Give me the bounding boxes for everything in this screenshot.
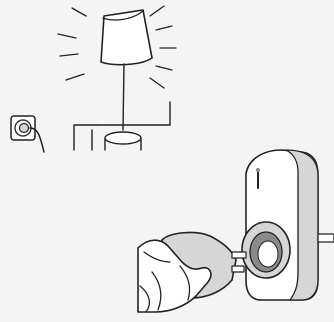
hand-holding-plug-icon <box>138 233 246 312</box>
table-lamp-icon <box>101 10 152 150</box>
wall-socket-icon <box>11 116 44 152</box>
smart-plug-adapter-icon <box>242 150 334 300</box>
